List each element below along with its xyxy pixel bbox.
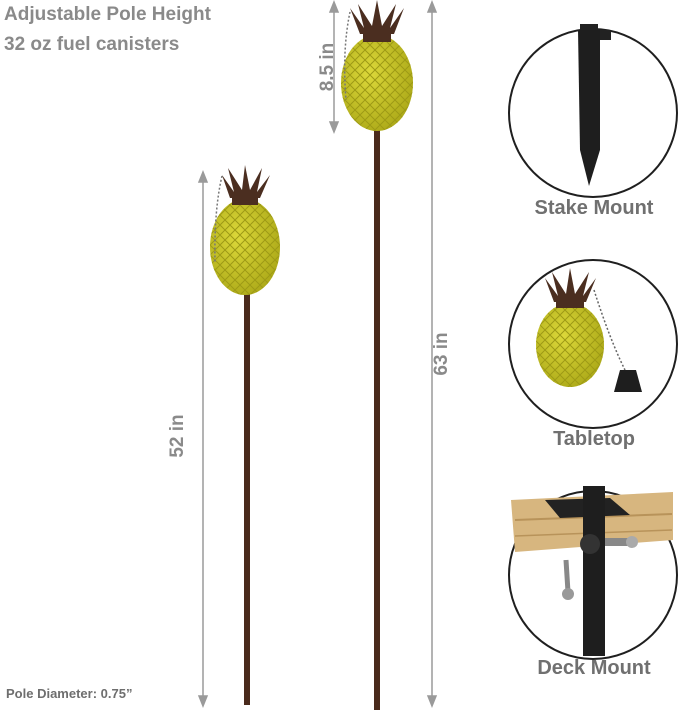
pole-diameter-note: Pole Diameter: 0.75” [6,686,133,701]
deck-mount-label: Deck Mount [537,657,651,679]
short-torch [210,165,280,705]
short-pole-height-label: 52 in [167,414,188,458]
stake-mount-label: Stake Mount [534,197,654,219]
stake-mount-icon [508,24,678,198]
canister-height-label: 8.5 in [317,42,338,92]
tall-pole-height-label: 63 in [431,332,452,376]
deck-mount-icon [508,486,678,660]
headline-fuel: 32 oz fuel canisters [4,34,180,55]
dimension-lines [197,0,438,709]
headline-height: Adjustable Pole Height [4,4,211,25]
tabletop-label: Tabletop [553,428,635,450]
tabletop-torch-icon [508,259,678,429]
tall-torch [341,0,413,710]
